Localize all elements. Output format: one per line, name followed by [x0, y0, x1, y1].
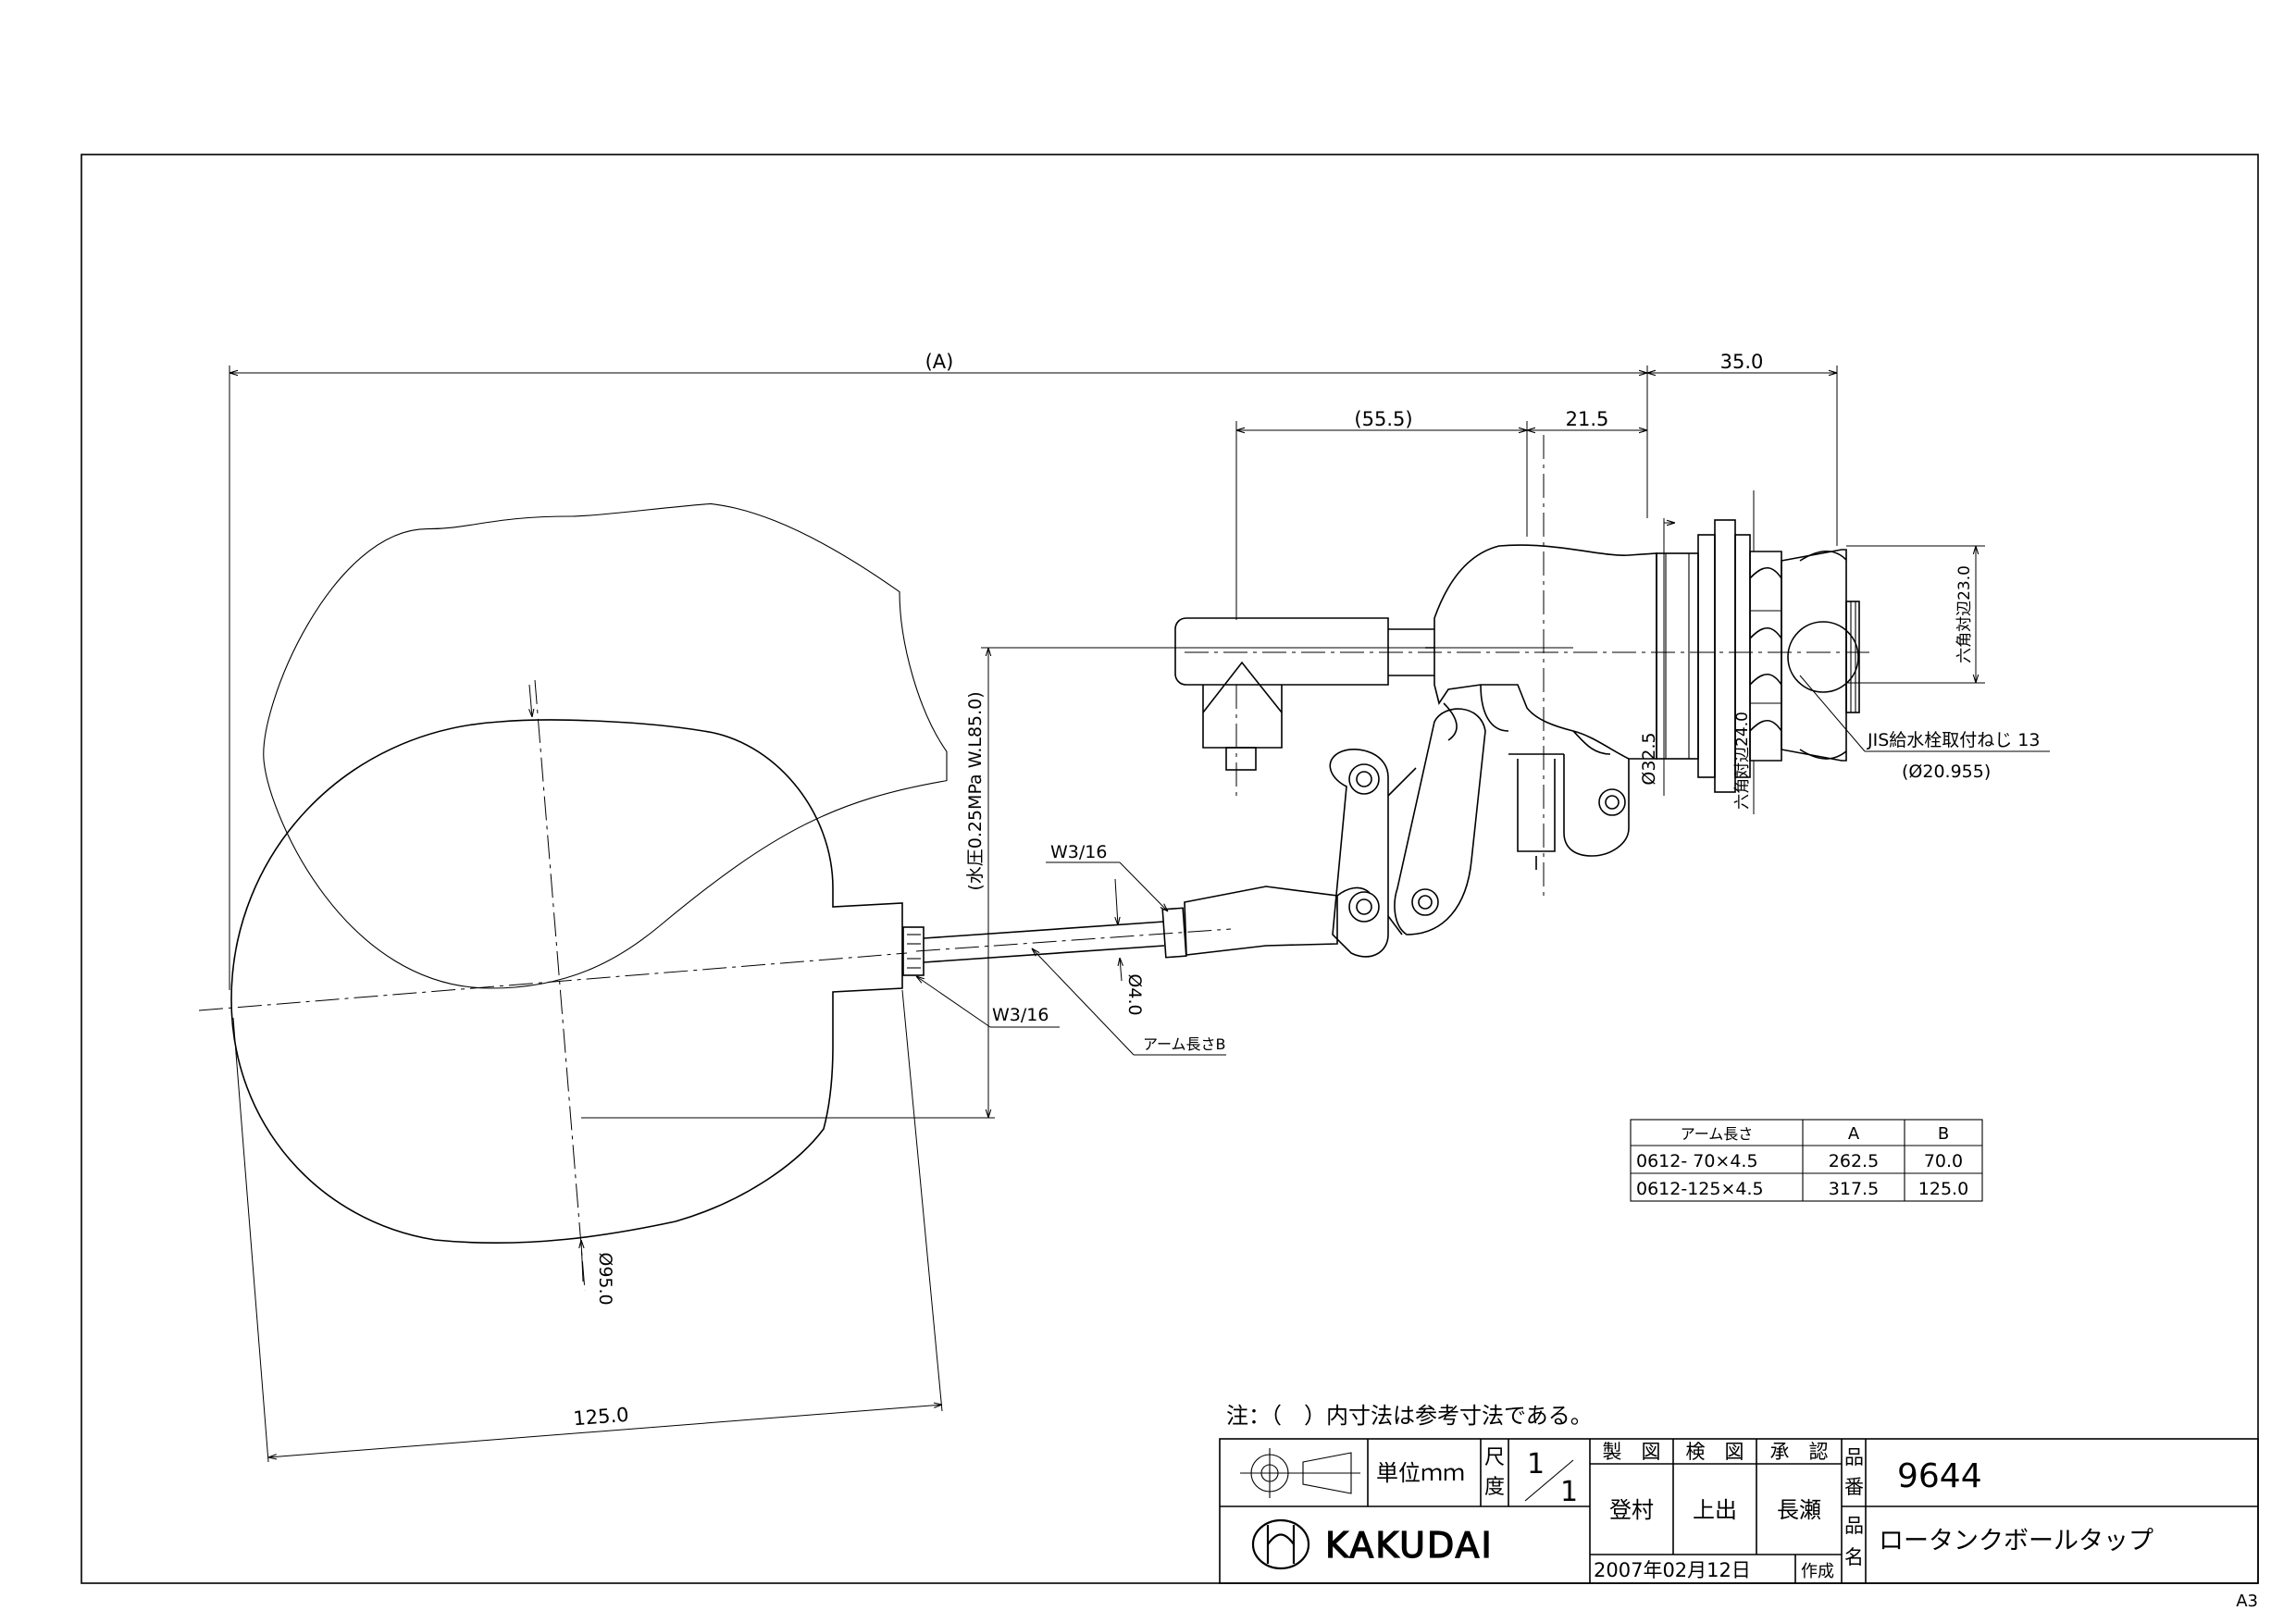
dim-ball-diameter: Ø95.0 — [595, 1252, 615, 1305]
arm-rod — [902, 907, 1232, 976]
dim-hex-23: 六角対辺23.0 — [1955, 565, 1974, 663]
dim-mount-depth: 35.0 — [1720, 351, 1764, 373]
part-no-label-2: 番 — [1844, 1476, 1864, 1498]
third-angle-projection-icon — [1240, 1448, 1360, 1498]
made-label: 製 図 — [1603, 1441, 1661, 1463]
ball-neck — [832, 888, 903, 1046]
company-name: KAKUDAI — [1325, 1525, 1494, 1566]
ball-sphere — [230, 719, 834, 1245]
table-row-2-model: 0612-125×4.5 — [1636, 1179, 1764, 1199]
dim-valve-offset: (55.5) — [1354, 408, 1412, 430]
dim-thread-lower: W3/16 — [992, 1005, 1049, 1025]
table-header-b: B — [1938, 1124, 1949, 1144]
title-block: 単位ｍｍ 尺 度 1 1 製 図 検 図 承 認 登村 上出 長瀬 2007年0… — [1219, 1438, 2259, 1584]
approved-by: 長瀬 — [1777, 1497, 1821, 1523]
scale-denominator: 1 — [1560, 1476, 1578, 1508]
checked-by: 上出 — [1693, 1497, 1737, 1523]
table-row-2-a: 317.5 — [1829, 1179, 1879, 1199]
dim-hex-24: 六角対辺24.0 — [1733, 712, 1752, 810]
reference-note: 注：（ ）内寸法は参考寸法である。 — [1226, 1403, 1593, 1429]
created-label: 作成 — [1801, 1562, 1834, 1581]
drawing-date: 2007年02月12日 — [1594, 1559, 1751, 1581]
thread-callout-line1: JIS給水栓取付ねじ 13 — [1867, 730, 2040, 750]
thread-callout-line2: (Ø20.955) — [1902, 762, 1991, 782]
arm-length-table: アーム長さ A B 0612- 70×4.5 262.5 70.0 0612-1… — [1630, 1119, 1983, 1202]
kakudai-logo: KAKUDAI — [1251, 1518, 1494, 1570]
dim-body-diameter: Ø32.5 — [1639, 732, 1659, 785]
approved-label: 承 認 — [1770, 1441, 1829, 1463]
dim-body-to-mount: 21.5 — [1566, 408, 1609, 430]
checked-label: 検 図 — [1686, 1441, 1744, 1463]
unit-label: 単位ｍｍ — [1376, 1460, 1465, 1486]
scale-label-2: 度 — [1484, 1476, 1505, 1499]
part-name-label-1: 品 — [1844, 1515, 1864, 1537]
table-row-1-a: 262.5 — [1829, 1151, 1879, 1171]
valve-body — [1174, 544, 1657, 870]
dim-arm-length: アーム長さB — [1143, 1035, 1226, 1053]
part-name: ロータンクボールタップ — [1879, 1527, 2153, 1555]
made-by: 登村 — [1609, 1497, 1654, 1523]
scale-label-1: 尺 — [1484, 1446, 1505, 1469]
dim-water-pressure: (水圧0.25MPa W.L85.0) — [965, 691, 986, 890]
scale-numerator: 1 — [1527, 1448, 1545, 1481]
part-name-label-2: 名 — [1844, 1546, 1864, 1568]
dim-rod-diameter: Ø4.0 — [1124, 973, 1145, 1015]
table-row-1-model: 0612- 70×4.5 — [1636, 1151, 1758, 1171]
lever-assembly — [1184, 708, 1486, 958]
float-ball — [263, 502, 948, 989]
dim-thread-upper: W3/16 — [1050, 842, 1107, 862]
table-header-a: A — [1848, 1124, 1860, 1144]
dim-overall-a: (A) — [925, 351, 954, 373]
mount-hardware — [1185, 435, 1869, 898]
table-row-1-b: 70.0 — [1924, 1151, 1963, 1171]
table-row-2-b: 125.0 — [1918, 1179, 1968, 1199]
part-no-label-1: 品 — [1844, 1446, 1864, 1468]
part-number: 9644 — [1897, 1457, 1982, 1495]
paper-size: A3 — [2236, 1592, 2258, 1611]
dim-ball-width: 125.0 — [573, 1404, 630, 1431]
drawing-border — [81, 154, 2259, 1584]
table-header-arm: アーム長さ — [1681, 1125, 1754, 1143]
